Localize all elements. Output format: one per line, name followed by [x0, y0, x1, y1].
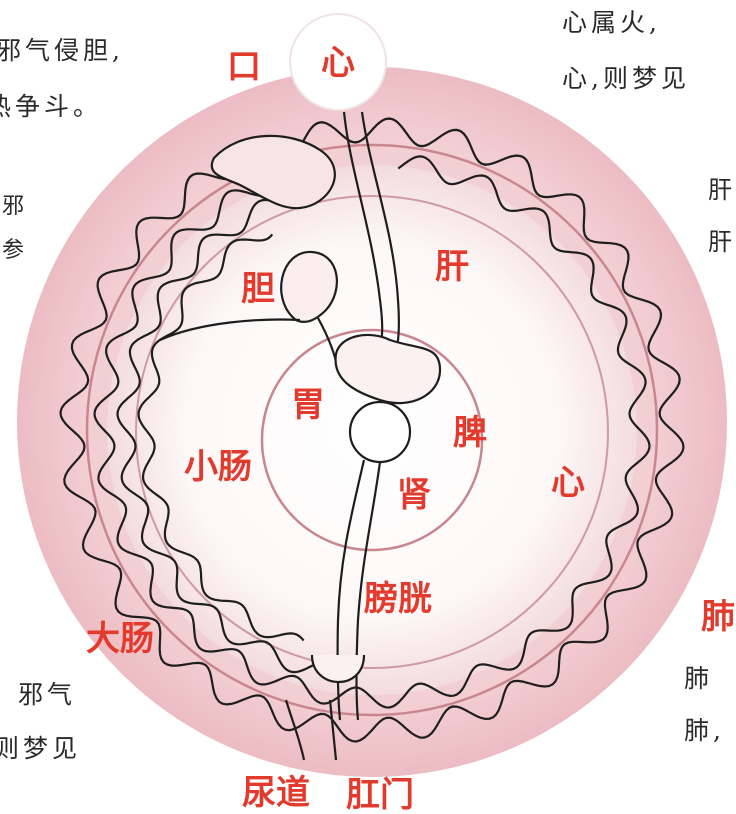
- label-heart-right: 心: [551, 463, 585, 503]
- label-bladder: 膀胱: [364, 579, 432, 619]
- kidney-ball: [350, 402, 410, 462]
- label-anus: 肛门: [346, 775, 414, 814]
- label-spleen: 脾: [453, 413, 487, 453]
- label-urethra: 尿道: [242, 773, 310, 813]
- label-liver: 肝: [435, 247, 469, 287]
- label-large-intestine: 大肠: [86, 619, 154, 659]
- label-kidney: 肾: [397, 475, 431, 515]
- label-stomach: 胃: [291, 385, 325, 425]
- label-heart-top: 心: [321, 43, 355, 83]
- label-gallbladder: 胆: [241, 269, 275, 309]
- label-lung: 肺: [701, 597, 735, 637]
- label-small-intestine: 小肠: [184, 447, 252, 487]
- label-mouth: 口: [227, 47, 261, 87]
